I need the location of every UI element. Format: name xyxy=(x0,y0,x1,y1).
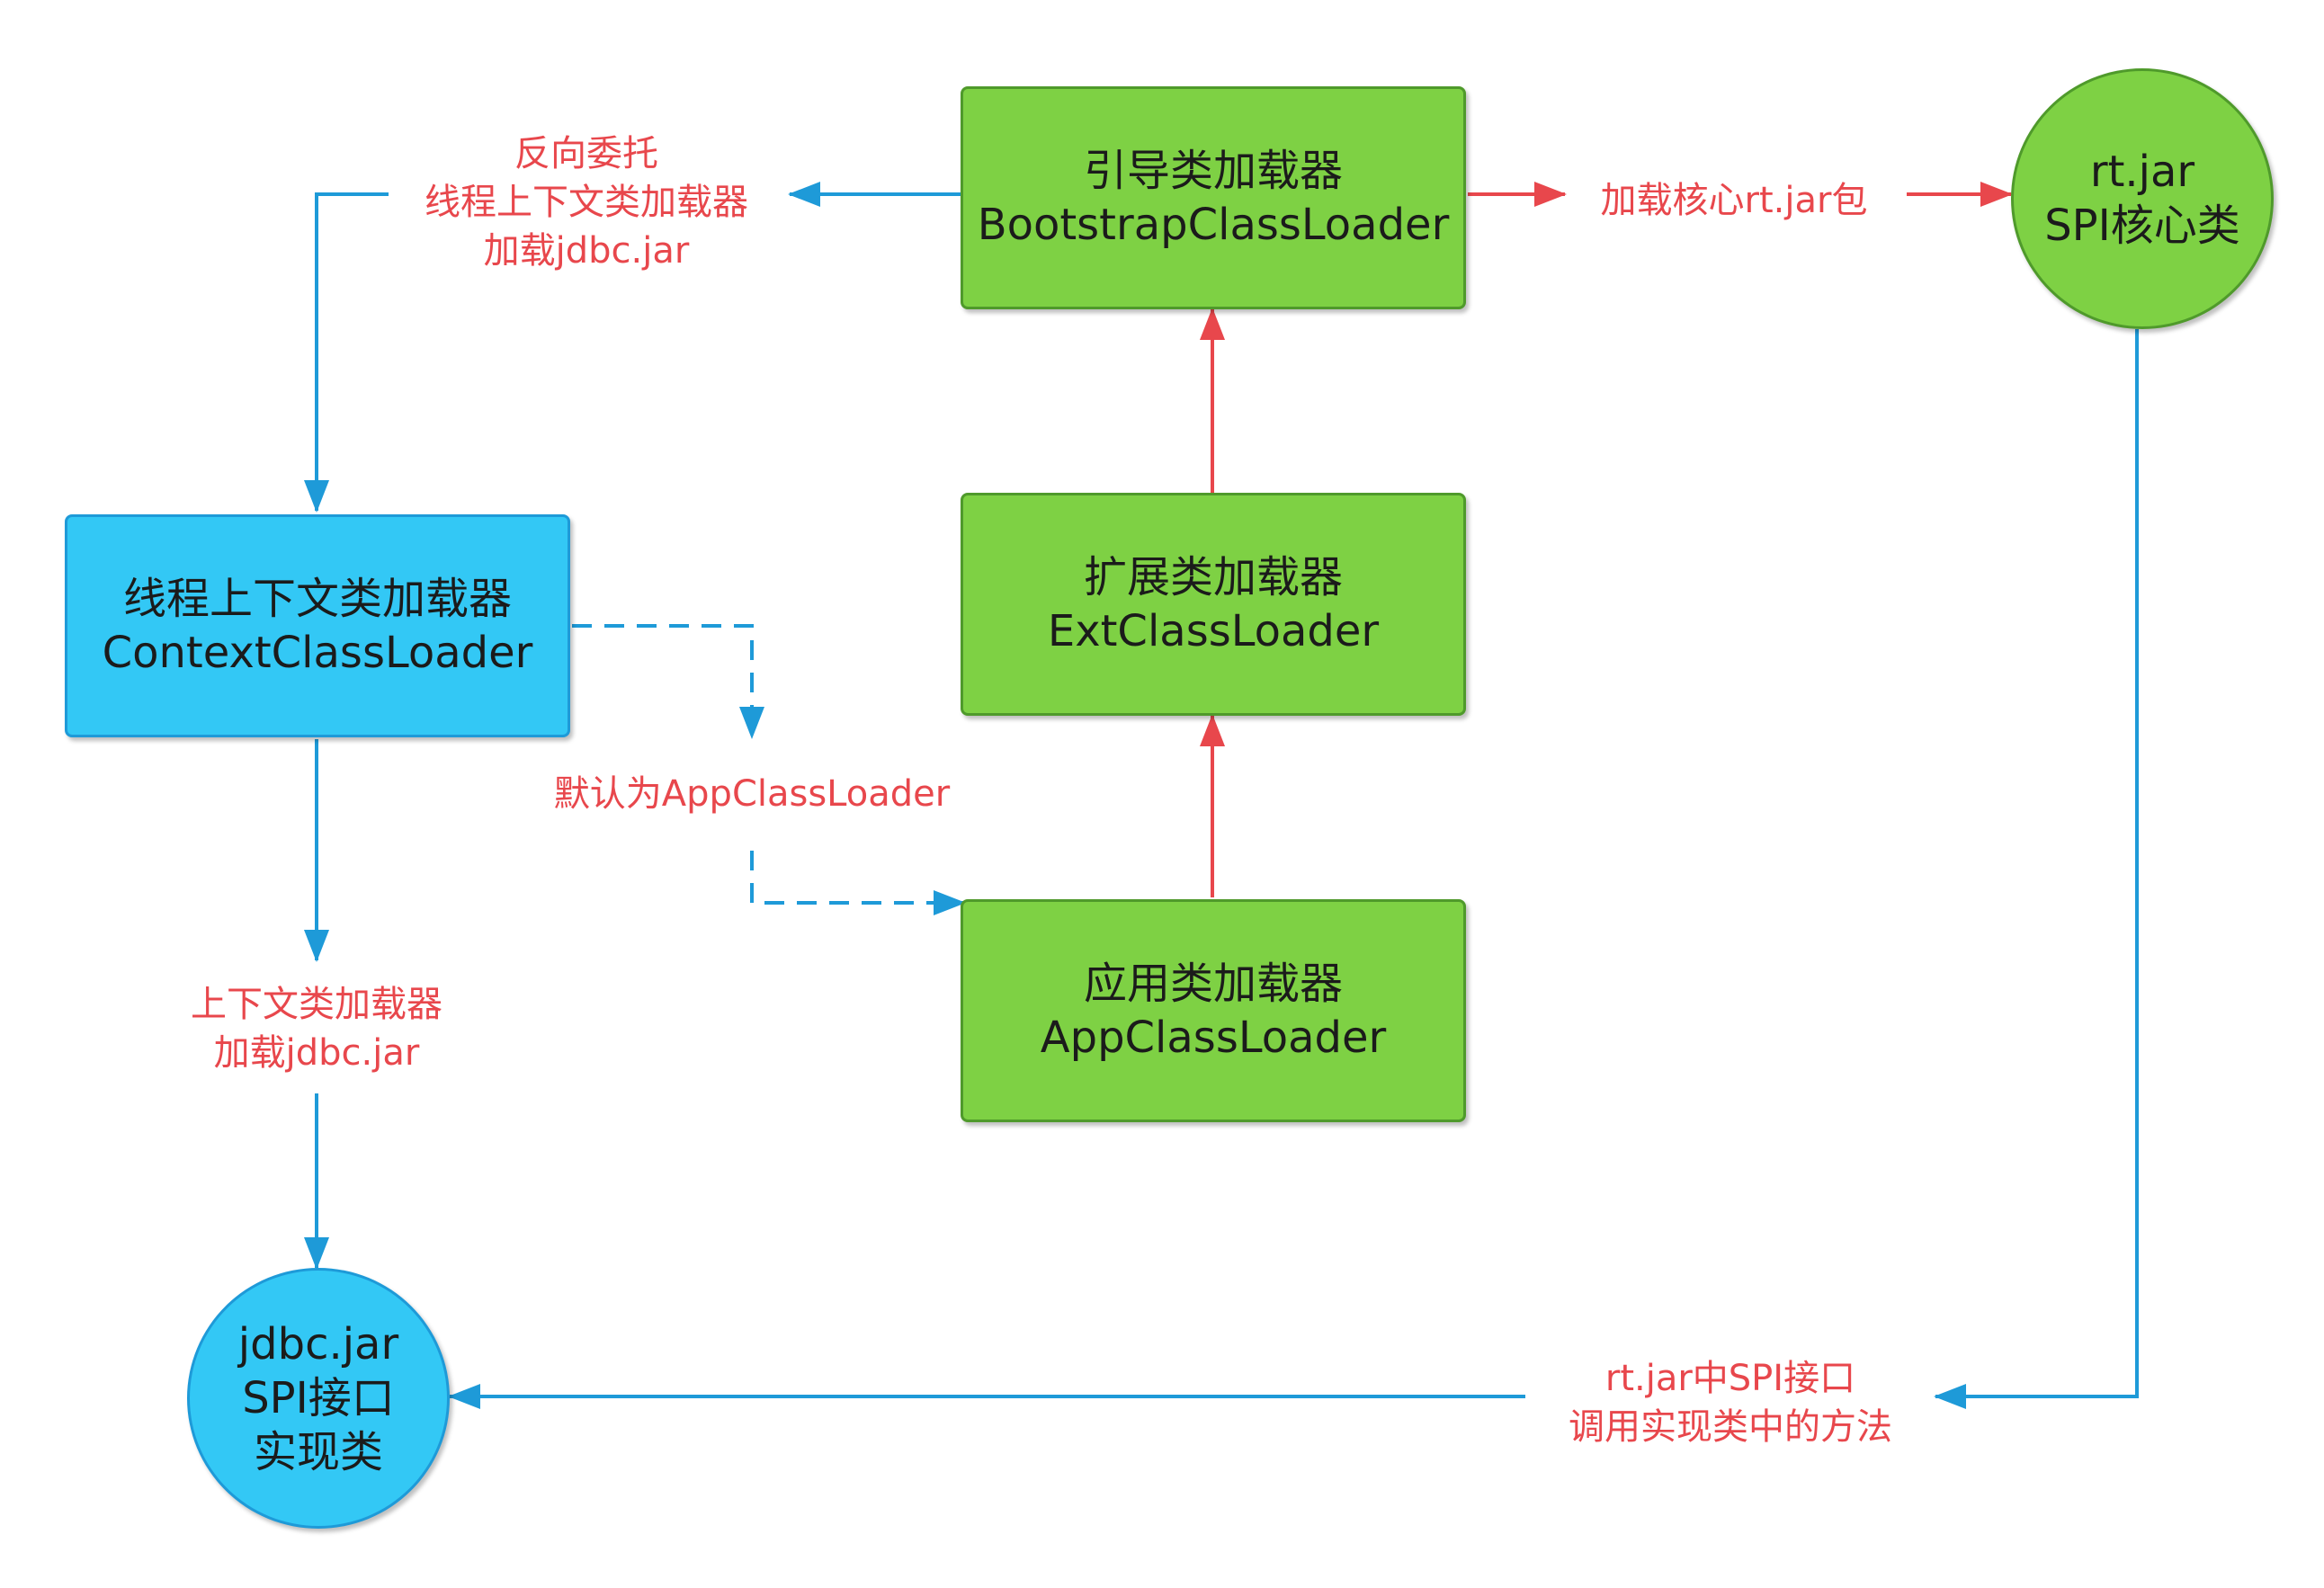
reverse-delegation-line1: 反向委托 xyxy=(514,133,658,174)
jdbcjar-node-caption: 实现类 xyxy=(253,1427,383,1477)
arrow-context-to-default-label xyxy=(572,624,764,739)
bootstrap-node-en-label: BootstrapClassLoader xyxy=(977,200,1450,250)
call-impl-method-line1: rt.jar中SPI接口 xyxy=(1604,1358,1856,1399)
call-impl-method-line2: 调用实现类中的方法 xyxy=(1569,1406,1892,1448)
bootstrap-classloader-node: 引导类加载器 BootstrapClassLoader xyxy=(961,86,1466,309)
app-node-cn-label: 应用类加载器 xyxy=(1083,959,1343,1009)
arrow-reverse-label-to-context xyxy=(304,192,389,513)
reverse-delegation-label: 反向委托 线程上下文类加载器 加载jdbc.jar xyxy=(425,129,748,275)
context-node-cn-label: 线程上下文类加载器 xyxy=(122,574,512,624)
context-classloader-node: 线程上下文类加载器 ContextClassLoader xyxy=(65,514,570,737)
rtjar-spi-core-node: rt.jar SPI核心类 xyxy=(2011,68,2274,329)
arrow-rtjar-to-call-label xyxy=(1934,329,2139,1409)
default-appclassloader-text: 默认为AppClassLoader xyxy=(553,773,951,815)
rtjar-node-subtitle: SPI核心类 xyxy=(2044,201,2240,251)
app-node-en-label: AppClassLoader xyxy=(1040,1013,1387,1063)
default-appclassloader-label: 默认为AppClassLoader xyxy=(554,770,950,818)
context-load-jdbc-label: 上下文类加载器 加载jdbc.jar xyxy=(191,980,442,1077)
load-core-rtjar-text: 加载核心rt.jar包 xyxy=(1600,180,1868,221)
arrow-default-label-to-app xyxy=(750,851,966,915)
context-load-jdbc-line1: 上下文类加载器 xyxy=(191,984,442,1025)
jdbcjar-spi-impl-node: jdbc.jar SPI接口 实现类 xyxy=(187,1268,450,1529)
call-impl-method-label: rt.jar中SPI接口 调用实现类中的方法 xyxy=(1569,1354,1892,1451)
context-node-en-label: ContextClassLoader xyxy=(102,628,533,678)
reverse-delegation-line3: 加载jdbc.jar xyxy=(483,230,690,272)
jdbcjar-node-subtitle: SPI接口 xyxy=(242,1373,395,1423)
load-core-rtjar-label: 加载核心rt.jar包 xyxy=(1601,176,1868,225)
ext-classloader-node: 扩展类加载器 ExtClassLoader xyxy=(961,493,1466,716)
ext-node-cn-label: 扩展类加载器 xyxy=(1083,552,1343,602)
jdbcjar-node-title: jdbc.jar xyxy=(237,1319,399,1369)
context-load-jdbc-line2: 加载jdbc.jar xyxy=(213,1032,420,1074)
reverse-delegation-line2: 线程上下文类加载器 xyxy=(425,182,748,223)
bootstrap-node-cn-label: 引导类加载器 xyxy=(1083,146,1343,196)
ext-node-en-label: ExtClassLoader xyxy=(1047,606,1380,656)
app-classloader-node: 应用类加载器 AppClassLoader xyxy=(961,899,1466,1122)
rtjar-node-title: rt.jar xyxy=(2089,147,2195,197)
